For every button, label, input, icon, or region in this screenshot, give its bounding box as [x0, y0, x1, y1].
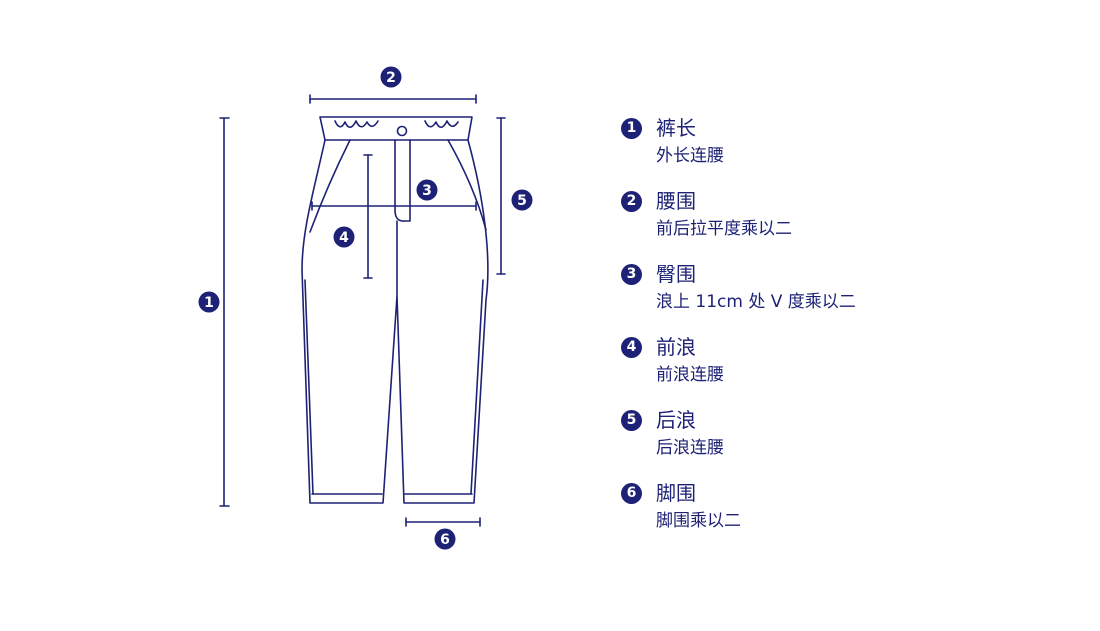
legend-number: 6: [621, 483, 642, 504]
measure-lines: [219, 94, 506, 527]
legend-title: 腰围: [656, 189, 696, 213]
legend-item-6: 6 脚围 脚围乘以二: [621, 478, 1041, 551]
svg-text:4: 4: [339, 230, 349, 246]
legend-description: 外长连腰: [656, 146, 724, 166]
legend-title: 裤长: [656, 116, 696, 140]
front-pocket-right: [448, 140, 486, 230]
legend-description: 前后拉平度乘以二: [656, 219, 792, 239]
legend-title: 臀围: [656, 262, 696, 286]
waistband-gathers: [335, 121, 458, 127]
front-pocket-left: [310, 140, 350, 232]
legend-title: 脚围: [656, 481, 696, 505]
legend-number: 4: [621, 337, 642, 358]
marker-6: 6: [434, 528, 456, 550]
legend-description: 浪上 11cm 处 V 度乘以二: [656, 292, 856, 312]
svg-text:1: 1: [204, 295, 214, 311]
legend-number: 2: [621, 191, 642, 212]
marker-4: 4: [333, 226, 355, 248]
legend-item-1: 1 裤长 外长连腰: [621, 113, 1041, 186]
legend-description: 脚围乘以二: [656, 511, 741, 531]
waist-button: [398, 127, 407, 136]
pants-body: [302, 140, 488, 503]
svg-text:2: 2: [386, 70, 396, 86]
fly-placket: [395, 140, 410, 221]
leg-crease-left: [305, 280, 313, 494]
legend-item-2: 2 腰围 前后拉平度乘以二: [621, 186, 1041, 259]
markers: 1 2 3 4 5 6: [198, 66, 533, 550]
legend-description: 前浪连腰: [656, 365, 724, 385]
leg-crease-right: [471, 280, 483, 494]
svg-text:3: 3: [422, 183, 432, 199]
svg-text:6: 6: [440, 532, 450, 548]
marker-1: 1: [198, 291, 220, 313]
marker-3: 3: [416, 179, 438, 201]
legend-title: 后浪: [656, 408, 696, 432]
marker-5: 5: [511, 189, 533, 211]
legend-item-4: 4 前浪 前浪连腰: [621, 332, 1041, 405]
legend-number: 1: [621, 118, 642, 139]
measurement-legend: 1 裤长 外长连腰 2 腰围 前后拉平度乘以二 3 臀围 浪上 11cm 处 V…: [621, 113, 1041, 551]
legend-item-3: 3 臀围 浪上 11cm 处 V 度乘以二: [621, 259, 1041, 332]
marker-2: 2: [380, 66, 402, 88]
waistband: [320, 117, 472, 140]
legend-number: 5: [621, 410, 642, 431]
pants-drawing: [302, 117, 488, 503]
legend-number: 3: [621, 264, 642, 285]
legend-title: 前浪: [656, 335, 696, 359]
svg-text:5: 5: [517, 193, 527, 209]
legend-item-5: 5 后浪 后浪连腰: [621, 405, 1041, 478]
legend-description: 后浪连腰: [656, 438, 724, 458]
